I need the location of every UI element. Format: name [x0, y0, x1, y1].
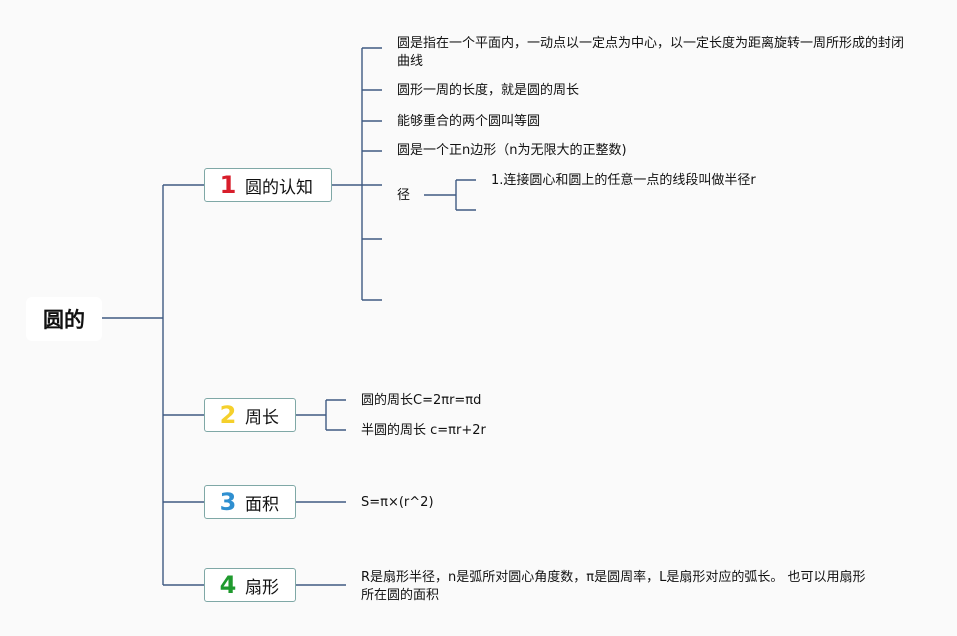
semicircle-formula-node[interactable]: 半圆的周长 c=πr+2r [361, 423, 486, 438]
definition-node[interactable]: 圆是指在一个平面内，一动点以一定点为中心，以一定长度为距离旋转一周所形成的封闭曲… [397, 36, 905, 69]
area-formula-node[interactable]: S=π×(r^2) [361, 495, 434, 510]
equal-circles-node[interactable]: 能够重合的两个圆叫等圆 [397, 114, 541, 129]
polygon-node[interactable]: 圆是一个正n边形（n为无限大的正整数) [397, 143, 627, 158]
number-badge-4: 4 [219, 571, 237, 599]
perimeter-formula-node[interactable]: 圆的周长C=2πr=πd [361, 393, 482, 408]
root-label: 圆的 [43, 308, 85, 332]
sector-description-node[interactable]: R是扇形半径，n是弧所对圆心角度数，π是圆周率，L是扇形对应的弧长。 也可以用扇… [361, 570, 866, 603]
number-badge-2: 2 [219, 401, 237, 429]
topic-label-2: 周长 [245, 407, 279, 428]
topic-node-4[interactable]: 4 扇形 [204, 568, 296, 602]
number-badge-1: 1 [219, 171, 237, 199]
topic-label-1: 圆的认知 [245, 177, 313, 198]
topic-node-1[interactable]: 1 圆的认知 [204, 168, 332, 202]
number-badge-3: 3 [219, 488, 237, 516]
topic-node-3[interactable]: 3 面积 [204, 485, 296, 519]
radius-definition-node[interactable]: 1.连接圆心和圆上的任意一点的线段叫做半径r [491, 173, 756, 188]
topic-label-4: 扇形 [245, 577, 279, 598]
radius-node[interactable]: 径 [397, 188, 411, 203]
circumference-node[interactable]: 圆形一周的长度，就是圆的周长 [397, 83, 580, 98]
root-node[interactable]: 圆的 [26, 297, 102, 341]
topic-node-2[interactable]: 2 周长 [204, 398, 296, 432]
topic-label-3: 面积 [245, 494, 279, 515]
